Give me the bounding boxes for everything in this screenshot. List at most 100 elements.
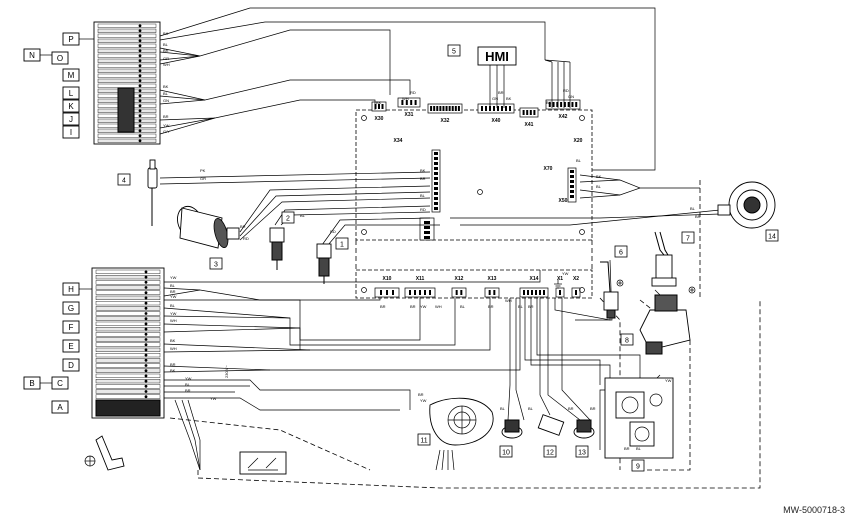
component-number-12: 12 <box>543 445 557 458</box>
component-number-9: 9 <box>631 459 645 472</box>
connector-pin <box>405 100 408 105</box>
lower-terminal-screw <box>144 301 148 305</box>
pcb-connector <box>397 97 421 108</box>
upper-terminal-screw <box>138 94 142 98</box>
wire-color-tag: WH <box>170 346 177 351</box>
connector-pin <box>531 290 533 295</box>
wire-color-tag: BL <box>420 193 426 198</box>
wire-color-tag: RD <box>330 229 336 234</box>
upper-terminal-screw <box>138 124 142 128</box>
component-number-14: 14 <box>765 229 779 242</box>
lower-terminal-screw <box>144 317 148 321</box>
upper-terminal-screw <box>138 39 142 43</box>
connector-pin <box>570 175 574 178</box>
lower-terminal <box>95 321 161 326</box>
terminal-label-b: B <box>23 376 41 390</box>
upper-terminal-screw <box>138 99 142 103</box>
connector-pin <box>429 290 431 295</box>
connector-pin <box>571 102 574 107</box>
terminal-label-i: I <box>62 125 80 139</box>
wire-color-tag: BL <box>163 91 169 96</box>
connector-pin <box>424 236 430 239</box>
upper-terminal-screw <box>138 49 142 53</box>
lower-terminal <box>95 389 161 394</box>
connector-pin <box>442 106 445 111</box>
component-9-module <box>604 377 674 459</box>
svg-text:G: G <box>68 304 74 313</box>
connector-pin <box>497 106 499 111</box>
svg-text:H: H <box>68 285 74 294</box>
connector-label: X14 <box>530 276 539 282</box>
connector-pin <box>410 100 413 105</box>
wire-color-tag: RD <box>420 207 426 212</box>
lower-terminal-screw <box>144 390 148 393</box>
wire-color-tag: BK <box>170 368 176 373</box>
svg-text:J: J <box>69 115 73 124</box>
wire-color-tag: WH <box>163 62 170 67</box>
connector-label: X1 <box>557 276 563 282</box>
wire-color-tag: WH <box>170 318 177 323</box>
connector-pin <box>436 106 439 111</box>
wire-color-tag: BL <box>163 42 169 47</box>
wire-color-tag: YW <box>420 304 427 309</box>
svg-text:C: C <box>57 379 63 388</box>
connector-pin <box>433 106 436 111</box>
wire-color-tag: BK <box>420 168 426 173</box>
upper-terminal <box>97 53 157 58</box>
connector-pin <box>378 104 380 109</box>
upper-terminal <box>97 43 157 48</box>
upper-terminal-screw <box>138 84 142 88</box>
wire-color-tag: YW <box>665 378 672 383</box>
lower-terminal-screw <box>144 395 148 399</box>
connector-pin <box>414 290 416 295</box>
connector-pin <box>424 226 430 229</box>
component-number-10: 10 <box>499 445 513 458</box>
hmi-display: HMI <box>477 46 517 66</box>
pcb-connector <box>451 287 467 298</box>
lower-terminal-block: H G F E D C B A <box>23 267 165 419</box>
svg-text:3: 3 <box>214 262 218 269</box>
lower-terminal <box>95 269 161 274</box>
connector-pin <box>552 102 555 107</box>
upper-terminal-screw <box>138 59 142 63</box>
connector-pin <box>455 290 458 295</box>
wire-color-tag: RD <box>410 90 416 95</box>
lower-terminal <box>95 327 161 332</box>
svg-text:K: K <box>68 102 74 111</box>
upper-terminal-screw <box>138 119 142 123</box>
component-number-5: 5 <box>447 44 461 57</box>
wire-color-tag: BR <box>185 388 191 393</box>
connector-pin <box>488 290 491 295</box>
wire-color-tag: BK <box>546 100 552 105</box>
connector-pin <box>409 290 411 295</box>
upper-terminal <box>97 83 157 88</box>
connector-pin <box>548 102 551 107</box>
connector-pin <box>493 290 496 295</box>
connector-pin <box>424 221 430 224</box>
component-number-2: 2 <box>281 211 295 224</box>
connector-pin <box>434 197 438 200</box>
connector-pin <box>560 102 563 107</box>
upper-terminal <box>97 28 157 33</box>
lower-terminal-screw <box>144 312 148 315</box>
svg-text:A: A <box>57 403 63 412</box>
wire-color-tag: BK <box>506 96 512 101</box>
component-11-pump <box>429 397 494 446</box>
terminal-label-k: K <box>62 99 80 113</box>
connector-pin <box>535 290 537 295</box>
wire-color-tag: GN <box>568 94 574 99</box>
component-number-13: 13 <box>575 445 589 458</box>
upper-terminal <box>97 133 157 138</box>
connector-label: X12 <box>455 276 464 282</box>
upper-terminal-bridge <box>117 87 135 133</box>
lower-terminal-screw <box>144 327 148 331</box>
upper-terminal-screw <box>138 69 142 73</box>
upper-terminal-block: P O N M L K J I <box>23 21 161 145</box>
connector-pin <box>434 187 438 190</box>
connector-pin <box>454 106 457 111</box>
component-10-thermostat <box>501 419 523 439</box>
connector-pin <box>559 290 561 295</box>
upper-terminal <box>97 33 157 38</box>
upper-terminal-screw <box>138 109 142 113</box>
